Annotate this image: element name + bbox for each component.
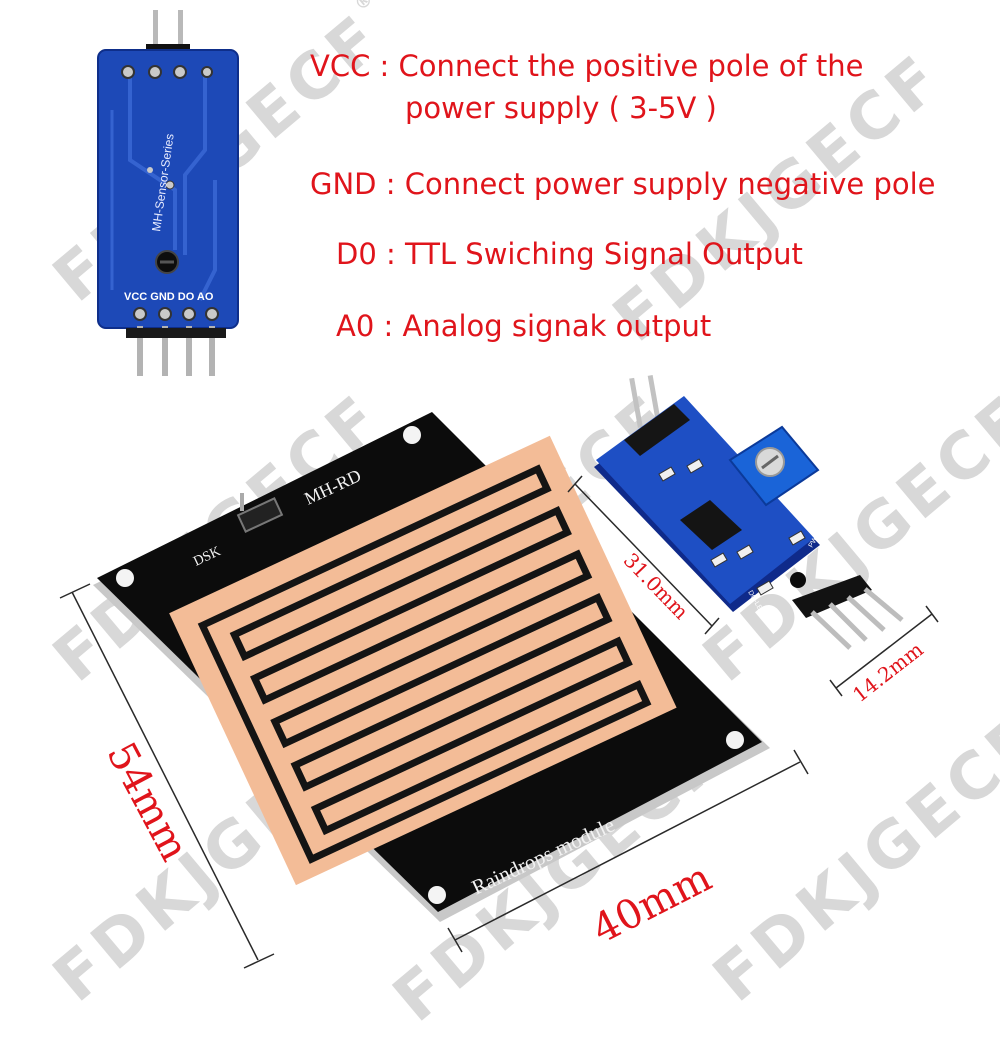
- mount-hole: [428, 886, 446, 904]
- header-pin: [137, 326, 143, 376]
- header-pin: [162, 326, 168, 376]
- mount-hole: [726, 731, 744, 749]
- gnd-description: GND : Connect power supply negative pole: [310, 167, 936, 201]
- raindrop-sensor-board: MH-RD DSK Raindrops module: [93, 412, 770, 922]
- pad: [173, 65, 187, 79]
- pad: [182, 307, 196, 321]
- dimension-lines: [59, 475, 939, 969]
- mount-hole: [403, 426, 421, 444]
- comparator-chip: [680, 500, 742, 550]
- d0-description: D0 : TTL Swiching Signal Output: [336, 237, 803, 271]
- header-pin: [178, 10, 183, 54]
- sensor-module-top-view: MH-Sensor-Series VCC GND DO AO: [97, 10, 239, 376]
- product-illustration: MH-Sensor-Series VCC GND DO AO: [59, 10, 939, 969]
- header-pin: [153, 10, 158, 54]
- pin-labels: VCC GND DO AO: [124, 291, 214, 303]
- header-pin: [186, 326, 192, 376]
- vcc-description: VCC : Connect the positive pole of the: [310, 49, 864, 83]
- mount-hole: [790, 572, 806, 588]
- header-pin: [209, 326, 215, 376]
- mount-hole: [116, 569, 134, 587]
- pad: [205, 307, 219, 321]
- pad: [158, 307, 172, 321]
- pad: [201, 66, 213, 78]
- a0-description: A0 : Analog signak output: [336, 309, 712, 343]
- pad: [148, 65, 162, 79]
- pad: [133, 307, 147, 321]
- pin-header-housing: [624, 404, 690, 456]
- control-module: PWR-LED DO-LED: [594, 375, 904, 650]
- board-connector: [236, 497, 284, 533]
- pin-header-housing: [792, 575, 872, 618]
- pin-header-housing: [126, 328, 226, 338]
- pad: [121, 65, 135, 79]
- vcc-description-cont: power supply ( 3-5V ): [405, 91, 717, 125]
